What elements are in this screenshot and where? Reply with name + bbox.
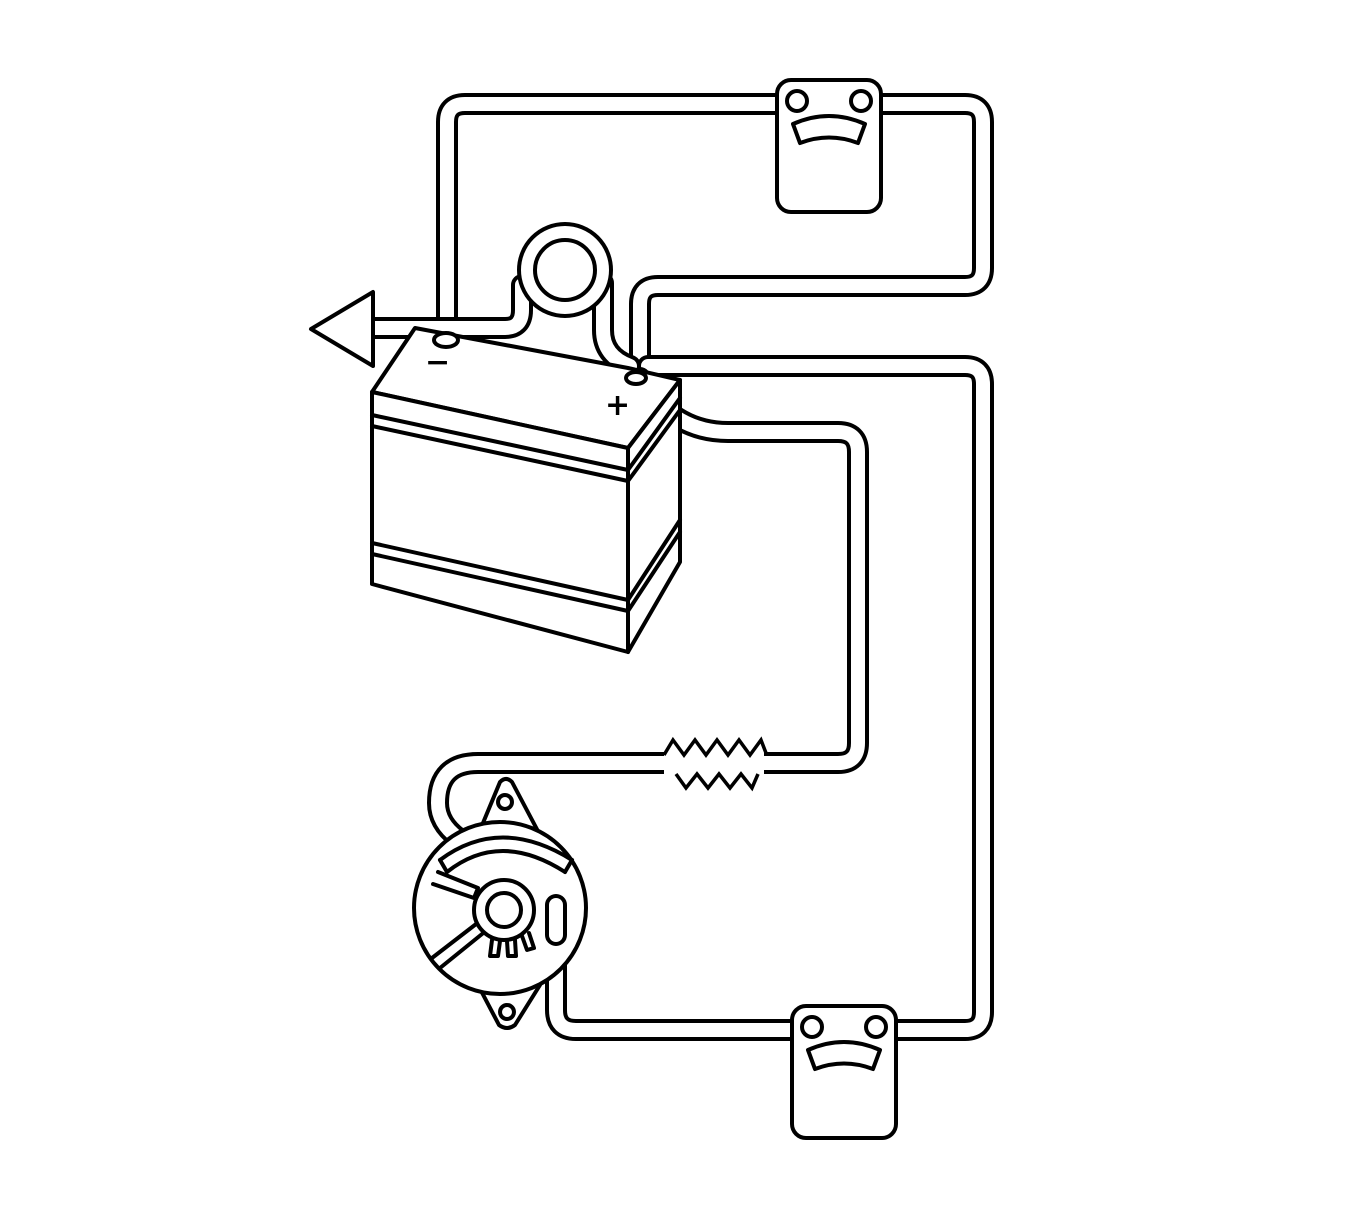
bottom-meter-lead <box>545 355 994 1041</box>
ground-arrow-icon <box>309 290 375 368</box>
top-meter-lead <box>436 93 994 386</box>
ground-cable <box>309 274 533 368</box>
negative-terminal-label: − <box>425 345 450 380</box>
positive-terminal-label: + <box>605 388 630 423</box>
current-clamp-icon <box>517 222 613 318</box>
negative-post <box>432 331 460 349</box>
top-meter-body <box>775 78 883 214</box>
battery-side <box>626 378 682 654</box>
meter-icon <box>790 1004 898 1140</box>
resistor-icon <box>662 736 768 792</box>
battery-icon: − + <box>370 326 682 654</box>
generator-icon <box>412 777 588 1030</box>
positive-post <box>624 370 648 386</box>
bottom-meter-body <box>790 1004 898 1140</box>
meter-icon <box>775 78 883 214</box>
positive-cable <box>592 272 641 377</box>
